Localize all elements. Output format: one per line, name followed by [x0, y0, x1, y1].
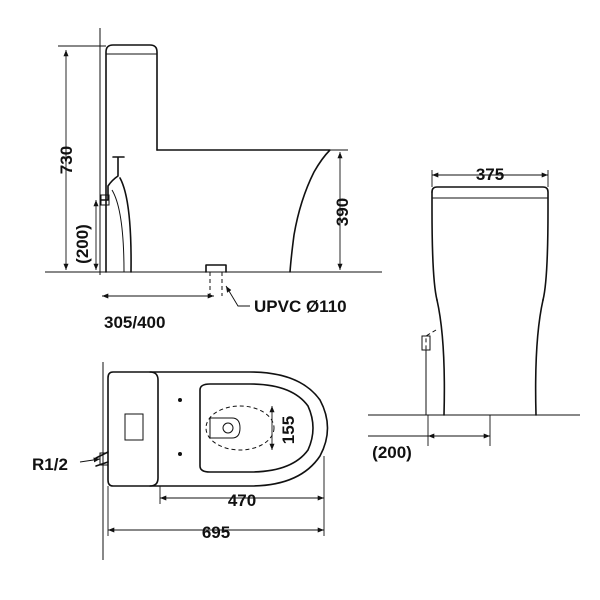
side-tank-outline — [105, 44, 158, 273]
side-angle-valve — [100, 156, 125, 201]
top-bolt-hole-2 — [178, 452, 182, 456]
side-valve-body — [100, 194, 110, 206]
dim-730-label: 730 — [57, 146, 76, 174]
top-flush-button — [124, 413, 144, 441]
top-view: R1/2 155 470 695 — [32, 362, 329, 560]
dim-200-front-label: (200) — [372, 443, 412, 462]
front-tank-left — [431, 191, 438, 301]
dim-470-label: 470 — [228, 491, 256, 510]
dim-695-label: 695 — [202, 523, 230, 542]
side-bowl-outline — [156, 149, 331, 273]
r12-label: R1/2 — [32, 455, 68, 474]
dim-390-label: 390 — [333, 198, 352, 226]
dim-155-label: 155 — [279, 416, 298, 444]
side-trapway — [119, 177, 132, 273]
top-bolt-hole-1 — [178, 398, 182, 402]
upvc-label: UPVC Ø110 — [254, 297, 347, 316]
side-outlet-pipe — [209, 272, 223, 296]
top-bowl-outer — [149, 371, 329, 487]
front-body-outline — [436, 299, 544, 416]
r12-leader — [79, 457, 101, 463]
front-tank-outline — [431, 186, 549, 301]
upvc-leader — [225, 285, 250, 307]
front-supply-hose — [425, 329, 437, 358]
side-view: 730 (200) 390 305/400 UPVC Ø110 — [45, 28, 382, 332]
side-outlet-flange — [205, 264, 227, 273]
top-bowl-drain-hole — [222, 422, 234, 434]
top-bowl-rim — [199, 383, 314, 473]
dim-375-label: 375 — [476, 165, 504, 184]
top-tank-outline — [107, 371, 159, 487]
dim-roughin-label: 305/400 — [104, 313, 165, 332]
top-bowl-drain — [209, 417, 241, 439]
front-view: 375 (200) — [368, 165, 580, 462]
dim-200-side-label: (200) — [73, 224, 92, 264]
side-trapway-inner — [111, 189, 125, 273]
